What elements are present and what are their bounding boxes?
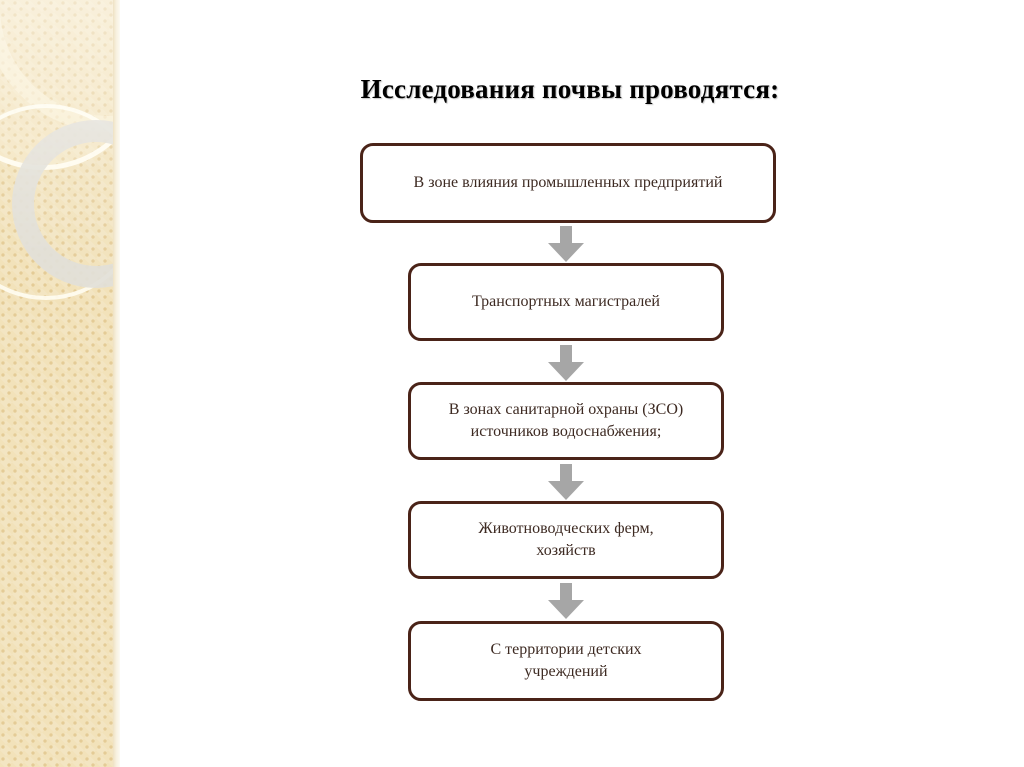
arrow-down-icon-2 xyxy=(546,345,586,381)
flow-step-box-4: Животноводческих ферм, хозяйств xyxy=(408,501,724,579)
flow-step-label-2: Транспортных магистралей xyxy=(471,292,660,310)
arrow-down-icon-4 xyxy=(546,583,586,619)
arrow-down-icon-3 xyxy=(546,464,586,500)
flow-step-label-3-line1: В зонах санитарной охраны (ЗСО) xyxy=(448,400,684,418)
decorative-sidebar xyxy=(0,0,120,767)
page-title: Исследования почвы проводятся: xyxy=(360,74,780,104)
flow-step-label-5-line2: учреждений xyxy=(524,663,608,680)
arrow-down-icon-1 xyxy=(546,226,586,262)
flow-step-box-5: С территории детских учреждений xyxy=(408,621,724,701)
sidebar-edge-strip xyxy=(113,0,120,767)
flow-step-label-4: Животноводческих ферм, хозяйств xyxy=(478,518,653,562)
sidebar-highlight-wash xyxy=(0,0,114,260)
flow-step-label-4-line2: хозяйств xyxy=(536,542,596,559)
flow-step-label-4-line1: Животноводческих ферм, xyxy=(478,519,654,537)
flow-step-box-1: В зоне влияния промышленных предприятий xyxy=(360,143,776,223)
flow-step-label-1: В зоне влияния промышленных предприятий xyxy=(413,173,723,191)
flow-step-box-2: Транспортных магистралей xyxy=(408,263,724,341)
flow-step-label-3-line2: источников водоснабжения; xyxy=(470,423,662,440)
flow-step-label-5: С территории детских учреждений xyxy=(490,639,641,683)
flow-step-label-5-line1: С территории детских xyxy=(490,640,642,658)
cream-ring-lower-icon xyxy=(0,104,120,300)
flow-step-label-3: В зонах санитарной охраны (ЗСО) источник… xyxy=(449,399,683,443)
flow-step-box-3: В зонах санитарной охраны (ЗСО) источник… xyxy=(408,382,724,460)
